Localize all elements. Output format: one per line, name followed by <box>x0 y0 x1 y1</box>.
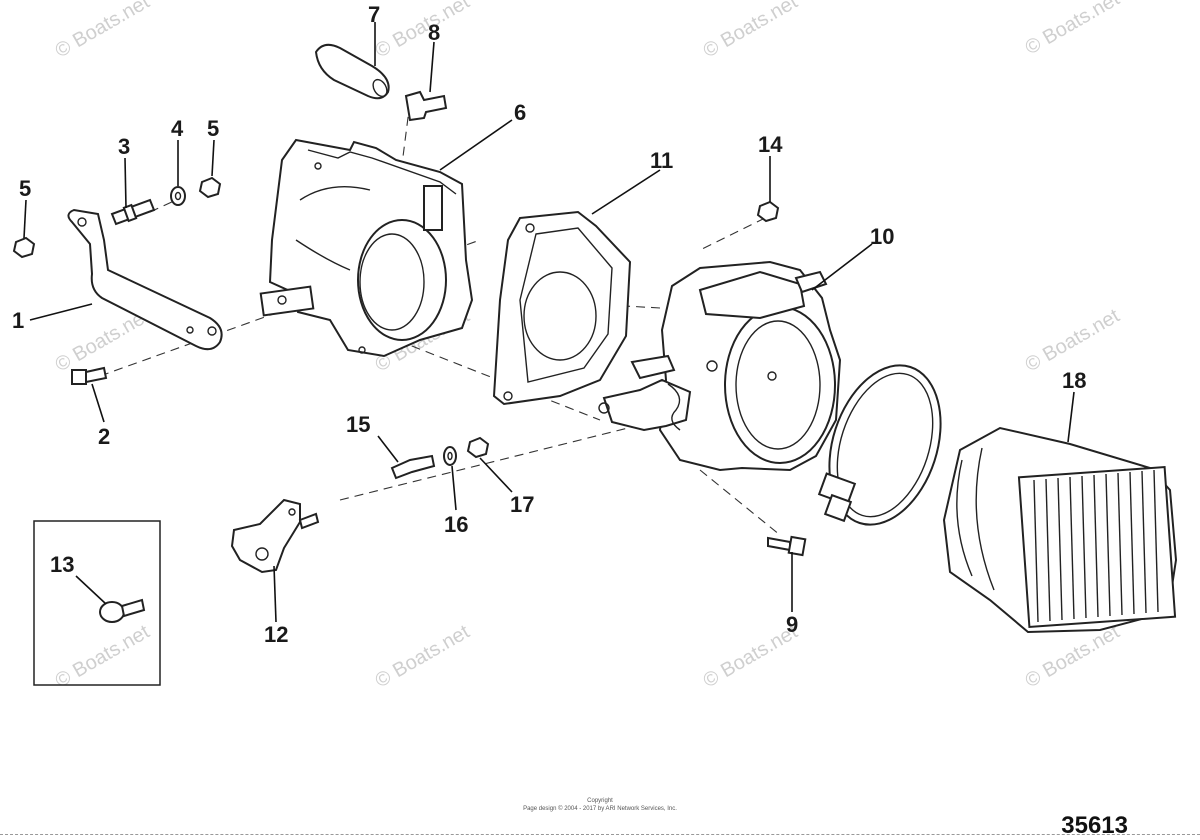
part-8-fitting <box>404 90 448 122</box>
callout-8: 8 <box>428 20 440 45</box>
callout-17: 17 <box>510 492 534 517</box>
callout-1: 1 <box>12 308 24 333</box>
part-11-gasket <box>492 210 632 406</box>
part-14-nut <box>756 200 780 223</box>
watermark: © Boats.net <box>372 621 474 693</box>
part-1-bracket <box>67 208 223 351</box>
watermark: © Boats.net <box>700 0 802 62</box>
bottom-divider <box>0 834 1200 835</box>
watermark: © Boats.net <box>52 621 154 693</box>
callout-18: 18 <box>1062 368 1086 393</box>
part-7-hose <box>314 43 390 100</box>
arrestor-fins <box>1033 469 1159 623</box>
callout-5: 5 <box>19 176 31 201</box>
footer-page-design: Page design © 2004 - 2017 by ARI Network… <box>523 806 677 812</box>
callout-15: 15 <box>346 412 370 437</box>
part-2-bolt <box>71 366 108 385</box>
part-3-stud <box>110 198 156 226</box>
callout-6: 6 <box>514 100 526 125</box>
callout-12: 12 <box>264 622 288 647</box>
part-6-adapter <box>259 138 474 358</box>
part-10-throttle-body <box>598 260 842 472</box>
part-12-bracket <box>230 498 320 574</box>
part-5-nut <box>12 176 222 259</box>
callout-7: 7 <box>368 2 380 27</box>
part-15-bolt <box>390 454 436 480</box>
callout-16: 16 <box>444 512 468 537</box>
callout-14: 14 <box>758 132 783 157</box>
watermark: © Boats.net <box>372 0 474 62</box>
part-17-nut <box>466 436 490 459</box>
part-9-bolt <box>767 535 807 557</box>
inset-box <box>33 520 161 686</box>
footer-copyright: Copyright <box>587 798 613 804</box>
callout-labels: 1 2 3 4 5 5 6 7 8 9 10 11 12 13 14 15 16… <box>12 2 1086 647</box>
part-16-washer <box>443 446 457 466</box>
watermark: © Boats.net <box>52 0 154 62</box>
watermark: © Boats.net <box>1022 305 1124 377</box>
part-clamp <box>817 364 942 526</box>
callout-9: 9 <box>786 612 798 637</box>
callout-2: 2 <box>98 424 110 449</box>
callout-5: 5 <box>207 116 219 141</box>
callout-4: 4 <box>171 116 184 141</box>
leader-lines <box>23 22 1075 623</box>
callout-10: 10 <box>870 224 894 249</box>
callout-3: 3 <box>118 134 130 159</box>
callout-11: 11 <box>650 148 673 173</box>
part-4-washer <box>170 186 186 206</box>
part-18-flame-arrestor <box>942 426 1178 634</box>
callout-13: 13 <box>50 552 74 577</box>
diagram-id: 35613 <box>1061 812 1128 839</box>
part-13-inset <box>33 520 161 686</box>
watermark: © Boats.net <box>1022 0 1124 59</box>
